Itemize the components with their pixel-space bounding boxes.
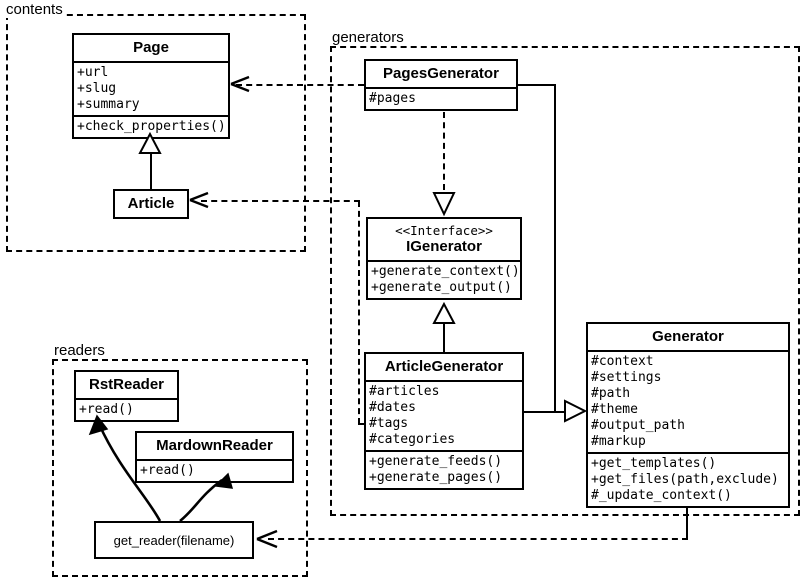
- class-member: +generate_context(): [371, 264, 520, 279]
- class-article-title: Article: [127, 195, 175, 212]
- dep-articlegenerator-stub: [358, 423, 366, 425]
- class-article[interactable]: Article: [113, 189, 189, 219]
- class-member: +generate_pages(): [369, 470, 503, 485]
- class-member: #_update_context(): [591, 488, 732, 503]
- class-pagesgenerator-attributes: #pages: [366, 87, 516, 109]
- class-member: +get_files(path,exclude): [591, 472, 779, 487]
- class-page-title: Page: [133, 39, 169, 56]
- class-mardownreader-methods: +read(): [137, 459, 292, 481]
- class-igenerator-methods: +generate_context() +generate_output(): [368, 260, 520, 298]
- class-mardownreader[interactable]: MardownReader +read(): [135, 431, 294, 483]
- class-page-methods: +check_properties(): [74, 115, 228, 137]
- class-member: #context: [591, 354, 654, 369]
- class-igenerator[interactable]: <<Interface>> IGenerator +generate_conte…: [366, 217, 522, 300]
- class-mardownreader-title: MardownReader: [156, 437, 273, 454]
- package-readers: [52, 359, 308, 577]
- gen-pagesgenerator-generator-vline: [554, 84, 556, 412]
- class-pagesgenerator-title: PagesGenerator: [383, 65, 499, 82]
- class-member: +read(): [140, 463, 195, 478]
- class-articlegenerator-attributes: #articles #dates #tags #categories: [366, 380, 522, 450]
- dep-generator-getreader-line: [268, 538, 688, 540]
- class-member: #settings: [591, 370, 662, 385]
- dep-articlegenerator-article-vline: [358, 201, 360, 424]
- class-igenerator-name: IGenerator: [406, 238, 482, 255]
- function-get-reader[interactable]: get_reader(filename): [94, 521, 254, 559]
- class-page[interactable]: Page +url +slug +summary +check_properti…: [72, 33, 230, 139]
- class-articlegenerator-methods: +generate_feeds() +generate_pages(): [366, 450, 522, 488]
- class-member: #markup: [591, 434, 646, 449]
- class-member: +get_templates(): [591, 456, 717, 471]
- class-member: #categories: [369, 432, 456, 447]
- class-member: #pages: [369, 91, 416, 106]
- class-member: +read(): [79, 402, 134, 417]
- real-pagesgenerator-igenerator-line: [443, 112, 445, 190]
- class-generator-title: Generator: [652, 328, 724, 345]
- class-rstreader-title: RstReader: [88, 376, 165, 393]
- class-member: +check_properties(): [77, 119, 226, 134]
- gen-article-page-line: [150, 148, 152, 190]
- package-generators: [330, 46, 800, 516]
- class-member: #tags: [369, 416, 409, 431]
- class-articlegenerator-title: ArticleGenerator: [384, 358, 504, 375]
- class-member: #theme: [591, 402, 638, 417]
- class-rstreader[interactable]: RstReader +read(): [74, 370, 179, 422]
- gen-articlegenerator-generator-hline: [524, 411, 566, 413]
- package-readers-label: readers: [52, 343, 108, 359]
- gen-articlegenerator-igenerator-line: [443, 310, 445, 355]
- class-member: #path: [591, 386, 631, 401]
- class-igenerator-stereotype: <<Interface>>: [395, 223, 493, 238]
- class-member: +url: [77, 65, 109, 80]
- class-member: +summary: [77, 97, 140, 112]
- dep-generator-getreader-stub: [686, 503, 688, 539]
- class-igenerator-title: <<Interface>> IGenerator: [368, 219, 520, 260]
- class-member: #articles: [369, 384, 440, 399]
- dep-articlegenerator-article-hline: [201, 200, 360, 202]
- class-member: +generate_output(): [371, 280, 512, 295]
- function-get-reader-label: get_reader(filename): [113, 532, 235, 548]
- class-articlegenerator[interactable]: ArticleGenerator #articles #dates #tags …: [364, 352, 524, 490]
- class-generator[interactable]: Generator #context #settings #path #them…: [586, 322, 790, 508]
- class-member: #dates: [369, 400, 416, 415]
- class-member: +generate_feeds(): [369, 454, 503, 469]
- class-member: +slug: [77, 81, 117, 96]
- class-generator-attributes: #context #settings #path #theme #output_…: [588, 350, 788, 452]
- package-contents-label: contents: [4, 2, 66, 18]
- package-contents: [6, 14, 306, 252]
- class-generator-methods: +get_templates() +get_files(path,exclude…: [588, 452, 788, 506]
- class-page-attributes: +url +slug +summary: [74, 61, 228, 115]
- gen-pagesgenerator-generator-hline: [518, 84, 556, 86]
- class-rstreader-methods: +read(): [76, 398, 177, 420]
- package-generators-label: generators: [330, 30, 407, 46]
- class-member: #output_path: [591, 418, 685, 433]
- class-pagesgenerator[interactable]: PagesGenerator #pages: [364, 59, 518, 111]
- dep-pagesgenerator-page-line: [236, 84, 364, 86]
